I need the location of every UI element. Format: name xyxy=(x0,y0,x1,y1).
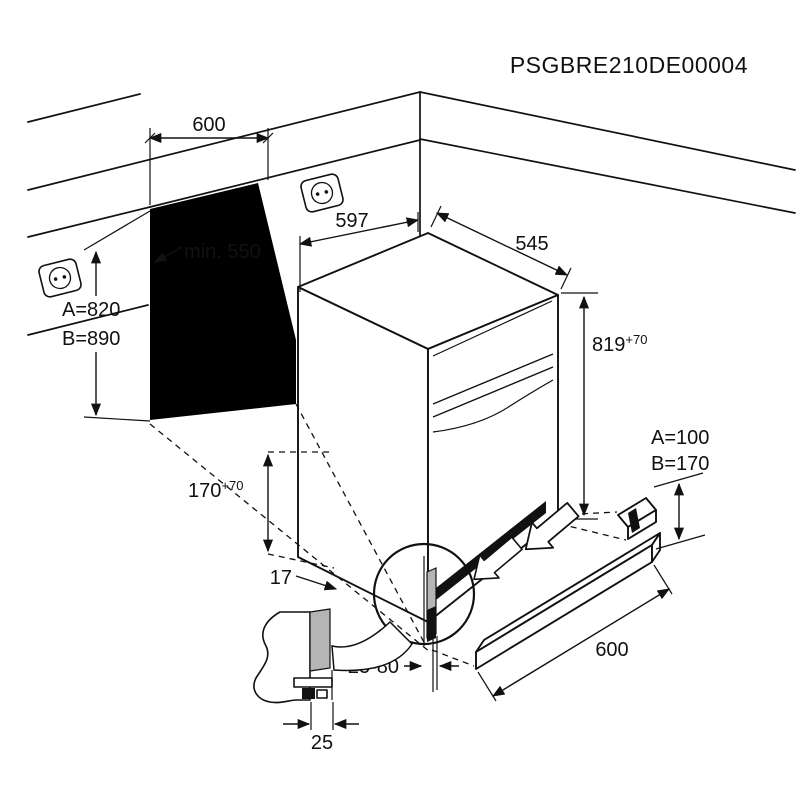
ext-line xyxy=(267,553,335,569)
plinth-section-dark xyxy=(427,606,436,642)
dim-line xyxy=(491,588,671,697)
dim-label-niche-depth: min. 550 xyxy=(184,241,261,263)
ext-line xyxy=(653,472,704,488)
plinth-recess-shadow xyxy=(436,501,546,600)
floor-guide xyxy=(149,423,431,653)
spacer-clip xyxy=(628,508,640,533)
power-socket-icon-left xyxy=(36,257,84,299)
dim-door-clearance: 17 xyxy=(270,567,338,591)
bracket-clip xyxy=(302,688,315,699)
drawing-code: PSGBRE210DE00004 xyxy=(510,52,748,78)
mounting-bracket xyxy=(293,677,333,688)
magnifier-circle xyxy=(372,542,476,646)
spacer-front-face xyxy=(627,509,657,540)
wall-line xyxy=(27,93,141,123)
dim-appliance-width: 597 xyxy=(298,210,420,292)
worktop-left xyxy=(27,206,151,238)
door-handle-groove xyxy=(432,366,554,418)
dim-line xyxy=(298,217,420,247)
plinth-spacer xyxy=(617,497,657,540)
magnifier-callout xyxy=(331,620,413,672)
worktop-right xyxy=(419,138,796,214)
tick xyxy=(144,132,156,144)
dim-label-panel-thickness: 25 xyxy=(311,732,333,754)
dim-label-plinth-recess: 170+70 xyxy=(188,478,243,502)
floor-guide xyxy=(295,403,427,647)
door-highlight xyxy=(432,379,554,433)
dim-appliance-depth: 545 xyxy=(430,205,572,290)
worktop-front xyxy=(149,139,421,208)
dim-label-plinth-cutout-b: B=170 xyxy=(651,453,709,475)
dim-label-plinth-cutout-a: A=100 xyxy=(651,427,709,449)
door-top-edge xyxy=(432,300,553,357)
dim-label-appliance-height: 819+70 xyxy=(592,332,647,356)
door-handle-groove xyxy=(432,353,554,405)
ext-line xyxy=(83,210,151,251)
guide-lines xyxy=(149,403,627,667)
plinth-guide xyxy=(431,649,475,667)
plinth-cross-section xyxy=(253,608,333,704)
dim-plinth-cutout: A=100 B=170 xyxy=(651,427,709,550)
dim-plinth-recess: 170+70 xyxy=(188,451,335,569)
ext-line xyxy=(655,534,706,550)
counter-front-lower xyxy=(27,304,149,336)
dim-niche-width: 600 xyxy=(144,114,274,205)
ext-line xyxy=(560,267,572,290)
dim-label-niche-height-b: B=890 xyxy=(62,328,120,350)
ext-line xyxy=(83,416,151,422)
leader-line xyxy=(295,575,338,591)
dim-label-plinth-length: 600 xyxy=(595,639,628,661)
bracket-foot xyxy=(316,689,328,699)
dim-label-appliance-depth: 545 xyxy=(515,233,548,255)
magnifier-detail xyxy=(423,556,438,692)
door-section-outline xyxy=(253,611,311,704)
plinth-guide xyxy=(559,511,618,516)
niche-opening xyxy=(150,183,296,420)
dim-label-niche-width: 600 xyxy=(192,114,225,136)
power-socket-icon-top xyxy=(298,172,346,214)
plinth-guide xyxy=(559,523,627,541)
dim-appliance-height: 819+70 xyxy=(561,292,647,520)
dim-niche-depth: min. 550 xyxy=(153,241,261,263)
dim-panel-thickness: 25 xyxy=(283,702,359,754)
tick xyxy=(262,132,274,144)
dim-niche-height: A=820 B=890 xyxy=(62,210,151,422)
dim-label-appliance-width: 597 xyxy=(335,210,368,232)
kitchen-counter-lines xyxy=(27,91,796,336)
wall-top-right xyxy=(419,91,796,171)
ext-line xyxy=(430,205,442,228)
dim-line xyxy=(435,212,569,276)
appliance xyxy=(297,232,559,623)
ext-line xyxy=(653,564,673,595)
plinth-panel-section xyxy=(309,608,331,672)
ext-line xyxy=(477,671,497,702)
leader-line xyxy=(153,246,183,263)
dim-plinth-length: 600 xyxy=(477,564,673,702)
dim-label-door-clearance: 17 xyxy=(270,567,292,589)
dim-label-niche-height-a: A=820 xyxy=(62,299,120,321)
plinth-end-face xyxy=(651,532,661,563)
